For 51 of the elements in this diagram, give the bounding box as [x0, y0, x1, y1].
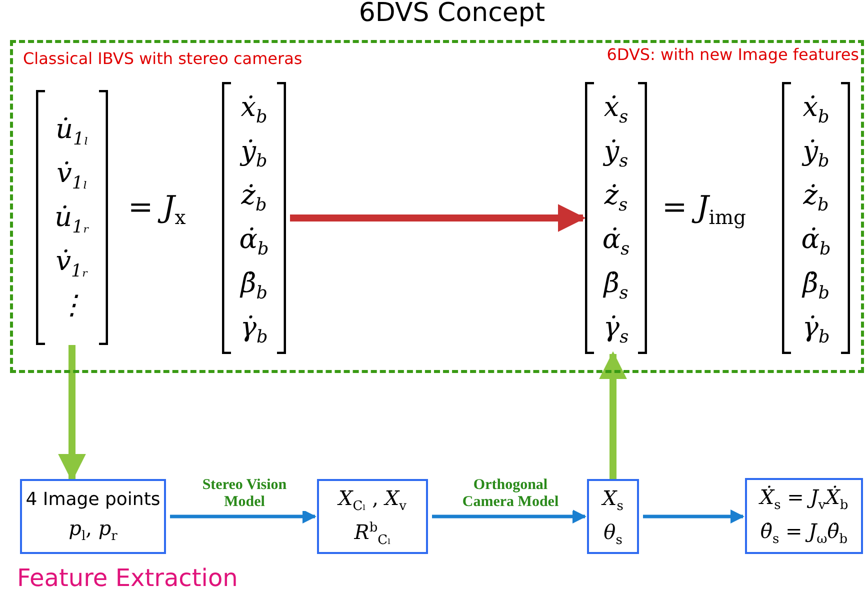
box-text: θ$_{s}$	[604, 520, 622, 548]
vector-entry: γ̇$_{b}$	[801, 311, 831, 350]
vector-entry: α̇$_{s}$	[601, 223, 631, 262]
dashed-group-box	[10, 40, 864, 373]
equation-label: = J$_{img}$	[662, 190, 746, 229]
vector-entry: ẏ$_{b}$	[800, 135, 830, 174]
box-text: X$_{Cₗ}$ , X$_{v}$	[338, 486, 407, 514]
section-heading: Classical IBVS with stereo cameras	[23, 49, 302, 68]
arrow	[290, 204, 586, 232]
vector-entry: γ̇$_{s}$	[602, 311, 630, 350]
vector-entry: α̇$_{b}$	[238, 223, 270, 262]
process-box	[587, 479, 639, 554]
vector-entry: ⋮	[58, 288, 86, 322]
node-label: Feature Extraction	[17, 564, 238, 592]
vector-entry: v̇$_{1ᵣ}$	[54, 244, 90, 283]
box-text: 4 Image points	[26, 489, 160, 510]
column-vector	[782, 82, 850, 354]
vector-entry: ẋ$_{b}$	[802, 91, 830, 130]
arrow	[643, 510, 744, 524]
vector-entry: u̇$_{1ᵣ}$	[54, 200, 90, 239]
vector-entry: γ̇$_{b}$	[239, 311, 269, 350]
process-box	[20, 479, 166, 554]
arrow	[170, 510, 316, 524]
arrow	[599, 351, 627, 479]
arrow	[432, 510, 586, 524]
vector-entry: u̇$_{1ₗ}$	[54, 112, 90, 151]
arrow	[58, 345, 86, 482]
vector-entry: β̇$_{b}$	[800, 267, 830, 306]
column-vector	[222, 82, 286, 354]
vector-entry: β̇$_{s}$	[602, 267, 630, 306]
box-text: X$_{s}$	[602, 486, 624, 514]
vector-entry: ẋ$_{b}$	[240, 91, 268, 130]
vector-entry: ż$_{b}$	[240, 179, 268, 218]
box-text: Ẋ$_{s}$ = J$_{v}$Ẋ$_{b}$	[760, 485, 848, 513]
equation-label: = J$_{x}$	[128, 190, 186, 229]
column-vector	[36, 90, 108, 345]
process-box	[745, 478, 863, 554]
vector-entry: β̇$_{b}$	[238, 267, 268, 306]
vector-entry: v̇$_{1ₗ}$	[56, 156, 88, 195]
vector-entry: ẏ$_{b}$	[238, 135, 268, 174]
vector-entry: ẋ$_{s}$	[602, 91, 630, 130]
section-heading: 6DVS: with new Image features	[606, 45, 859, 64]
column-vector	[585, 82, 647, 354]
diagram-title: 6DVS Concept	[358, 0, 546, 28]
vector-entry: ẏ$_{s}$	[602, 135, 630, 174]
process-box	[317, 479, 428, 554]
box-text: θ̇$_{s}$ = J$_{ω}$θ̇$_{b}$	[760, 519, 848, 547]
vector-entry: ż$_{s}$	[603, 179, 629, 218]
vector-entry: α̇$_{b}$	[800, 223, 832, 262]
box-text: p$_{l}$, p$_{r}$	[68, 516, 118, 544]
vector-entry: ż$_{b}$	[802, 179, 830, 218]
